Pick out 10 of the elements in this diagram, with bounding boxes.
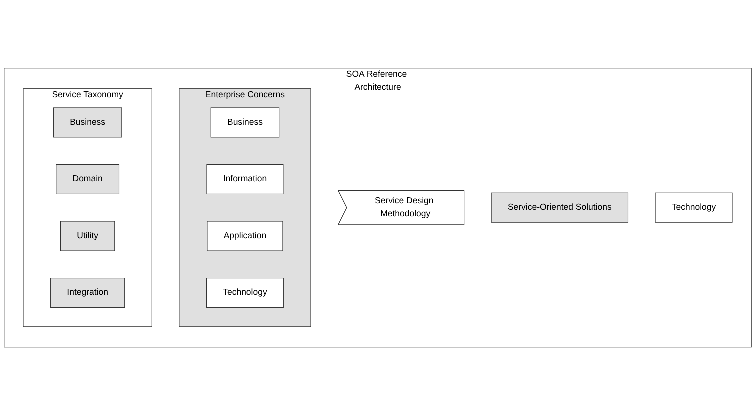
node-box: Technology: [206, 278, 284, 308]
node-box: Utility: [60, 220, 116, 251]
node-box: Service-Oriented Solutions: [491, 192, 629, 222]
node-box: Technology: [655, 192, 733, 222]
node-box: Integration: [50, 278, 126, 308]
node-box: Business: [53, 107, 122, 138]
node-box: Business: [210, 107, 280, 138]
node-box: Domain: [56, 164, 120, 194]
node-box: Application: [207, 220, 284, 251]
node-box: Information: [206, 164, 284, 194]
